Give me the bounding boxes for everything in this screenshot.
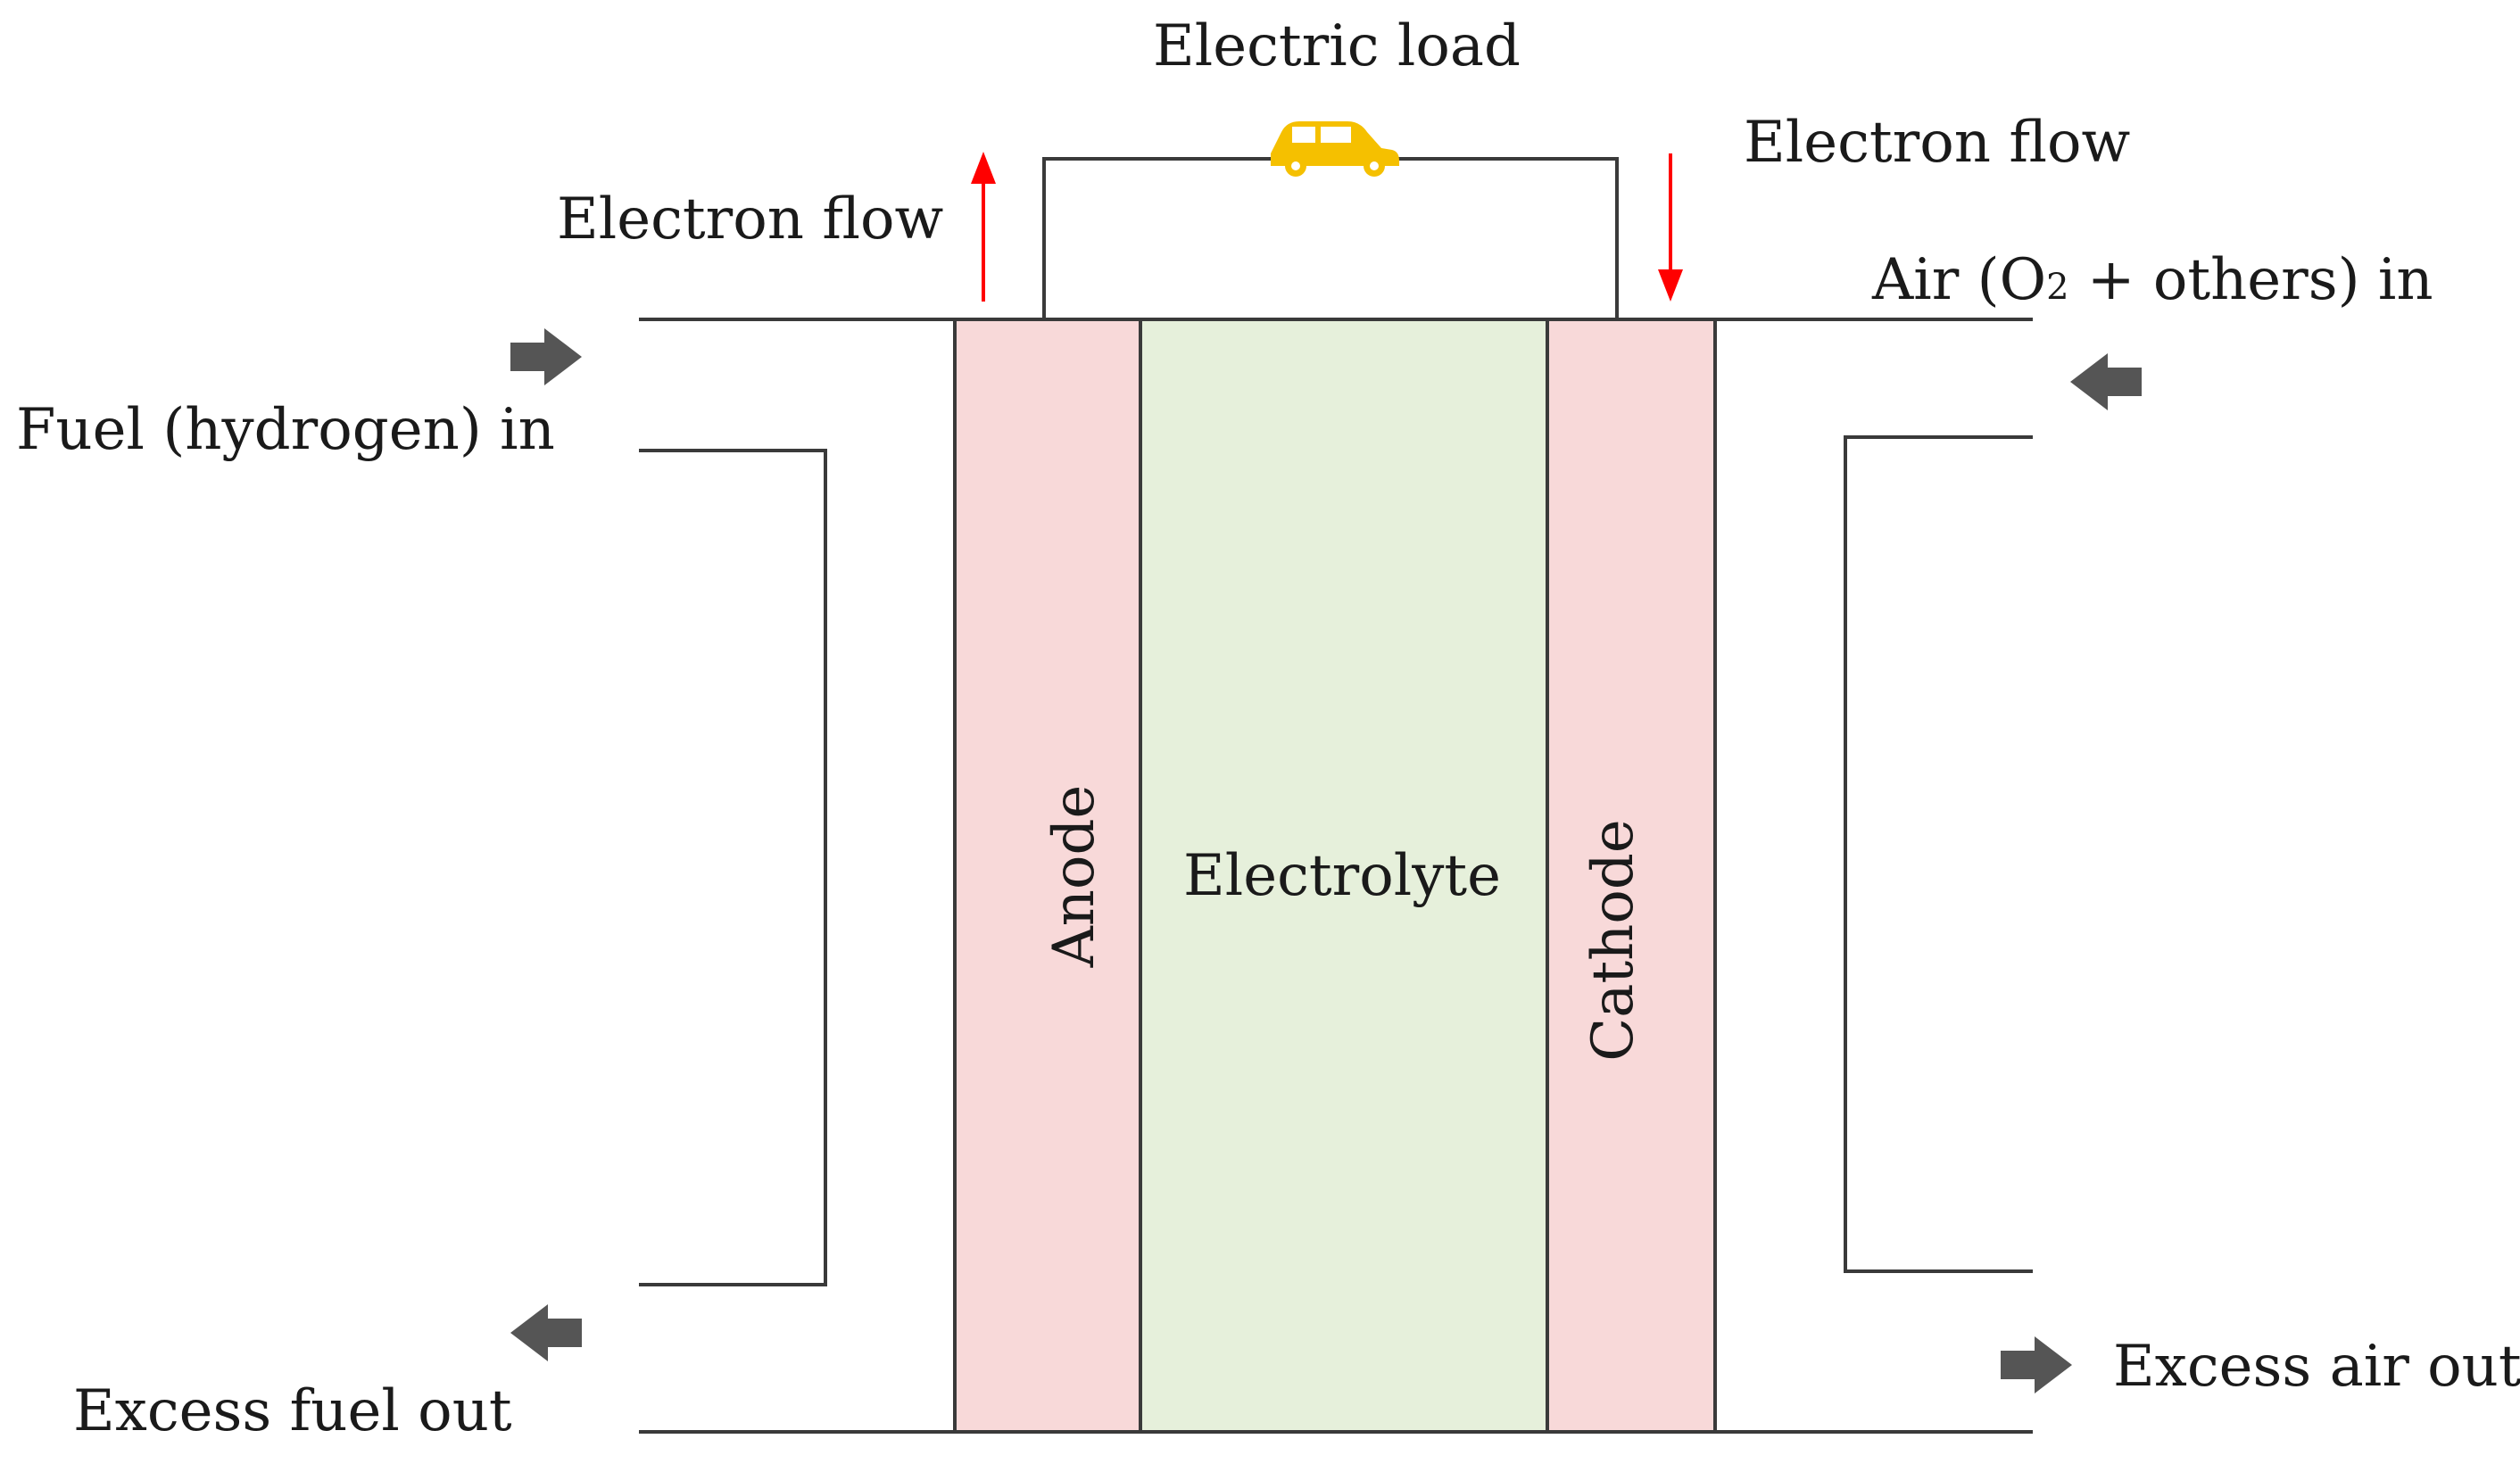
electron-flow-down-arrow-icon (1658, 153, 1683, 302)
car-icon (1271, 121, 1399, 177)
air-in-label-prefix: Air (O (1872, 247, 2047, 313)
external-circuit-wire (1042, 157, 1619, 319)
anode-layer (953, 318, 1142, 1434)
air-channel-wall (1844, 435, 2033, 1273)
fuel-channel-wall (639, 449, 827, 1286)
electrolyte-layer (1139, 318, 1549, 1434)
electron-flow-up-arrow-icon (971, 152, 996, 302)
cathode-label: Cathode (1580, 819, 1646, 1062)
excess-air-out-arrow-icon (2001, 1336, 2072, 1393)
excess-fuel-out-label: Excess fuel out (73, 1378, 512, 1444)
fuel-in-label: Fuel (hydrogen) in (16, 397, 555, 463)
excess-air-out-label: Excess air out (2113, 1334, 2520, 1400)
electron-flow-left-label: Electron flow (557, 186, 944, 252)
air-in-label-suffix: + others) in (2068, 247, 2433, 313)
air-in-label-subscript: 2 (2046, 267, 2069, 308)
electron-flow-right-label: Electron flow (1744, 110, 2131, 176)
electric-load-label: Electric load (1153, 13, 1521, 79)
fuel-in-arrow-icon (510, 328, 582, 385)
electrolyte-label: Electrolyte (1183, 843, 1501, 909)
excess-fuel-out-arrow-icon (510, 1304, 582, 1361)
air-in-arrow-icon (2070, 353, 2142, 410)
anode-label: Anode (1041, 784, 1107, 968)
air-in-label: Air (O2 + others) in (1872, 252, 2433, 309)
